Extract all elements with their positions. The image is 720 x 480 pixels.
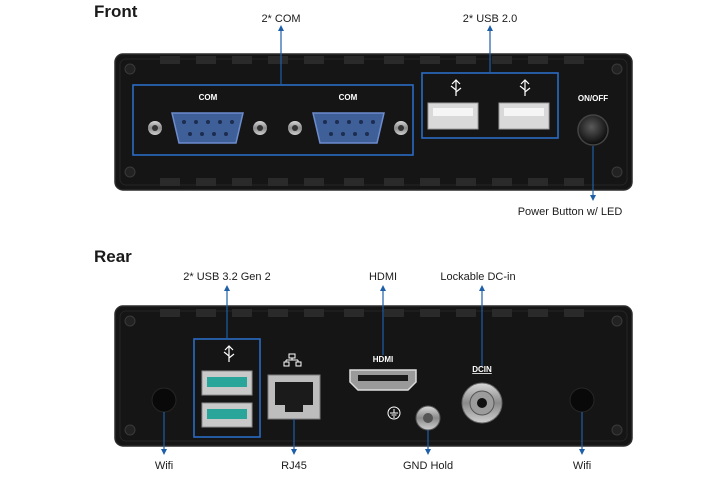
usb3-callout: 2* USB 3.2 Gen 2 [183, 271, 270, 283]
usb-icon [223, 345, 235, 362]
usb-icon [519, 79, 531, 96]
onoff-panel-label: ON/OFF [578, 94, 608, 103]
rj45-port [267, 374, 321, 420]
dcin-panel-label: DCIN [472, 365, 492, 374]
wifi-antenna-right [569, 387, 595, 413]
usb3-port-bottom [201, 402, 253, 428]
network-icon [283, 353, 302, 367]
rj45-callout: RJ45 [281, 460, 307, 472]
rear-title: Rear [94, 247, 132, 266]
com-right-panel-label: COM [339, 93, 358, 102]
usb2-port-right [498, 79, 550, 130]
com-highlight-box [132, 84, 414, 156]
ground-icon [387, 406, 401, 420]
hdmi-callout: HDMI [369, 271, 397, 283]
usb3-port-top [201, 370, 253, 396]
gnd-post [415, 405, 441, 431]
usb2-callout: 2* USB 2.0 [463, 13, 517, 25]
wifi-antenna-left [151, 387, 177, 413]
power-callout: Power Button w/ LED [518, 206, 623, 218]
com-port-right [288, 112, 408, 144]
com-left-panel-label: COM [199, 93, 218, 102]
gnd-callout: GND Hold [403, 460, 453, 472]
wifi-right-callout: Wifi [573, 460, 591, 472]
com-callout: 2* COM [261, 13, 300, 25]
usb-icon [450, 79, 462, 96]
dc-in-jack [461, 382, 503, 424]
dcin-callout: Lockable DC-in [440, 271, 515, 283]
hdmi-panel-label: HDMI [373, 355, 393, 364]
wifi-left-callout: Wifi [155, 460, 173, 472]
front-title: Front [94, 2, 138, 21]
usb2-port-left [427, 79, 479, 130]
com-port-left [148, 112, 267, 144]
power-button [577, 114, 609, 146]
